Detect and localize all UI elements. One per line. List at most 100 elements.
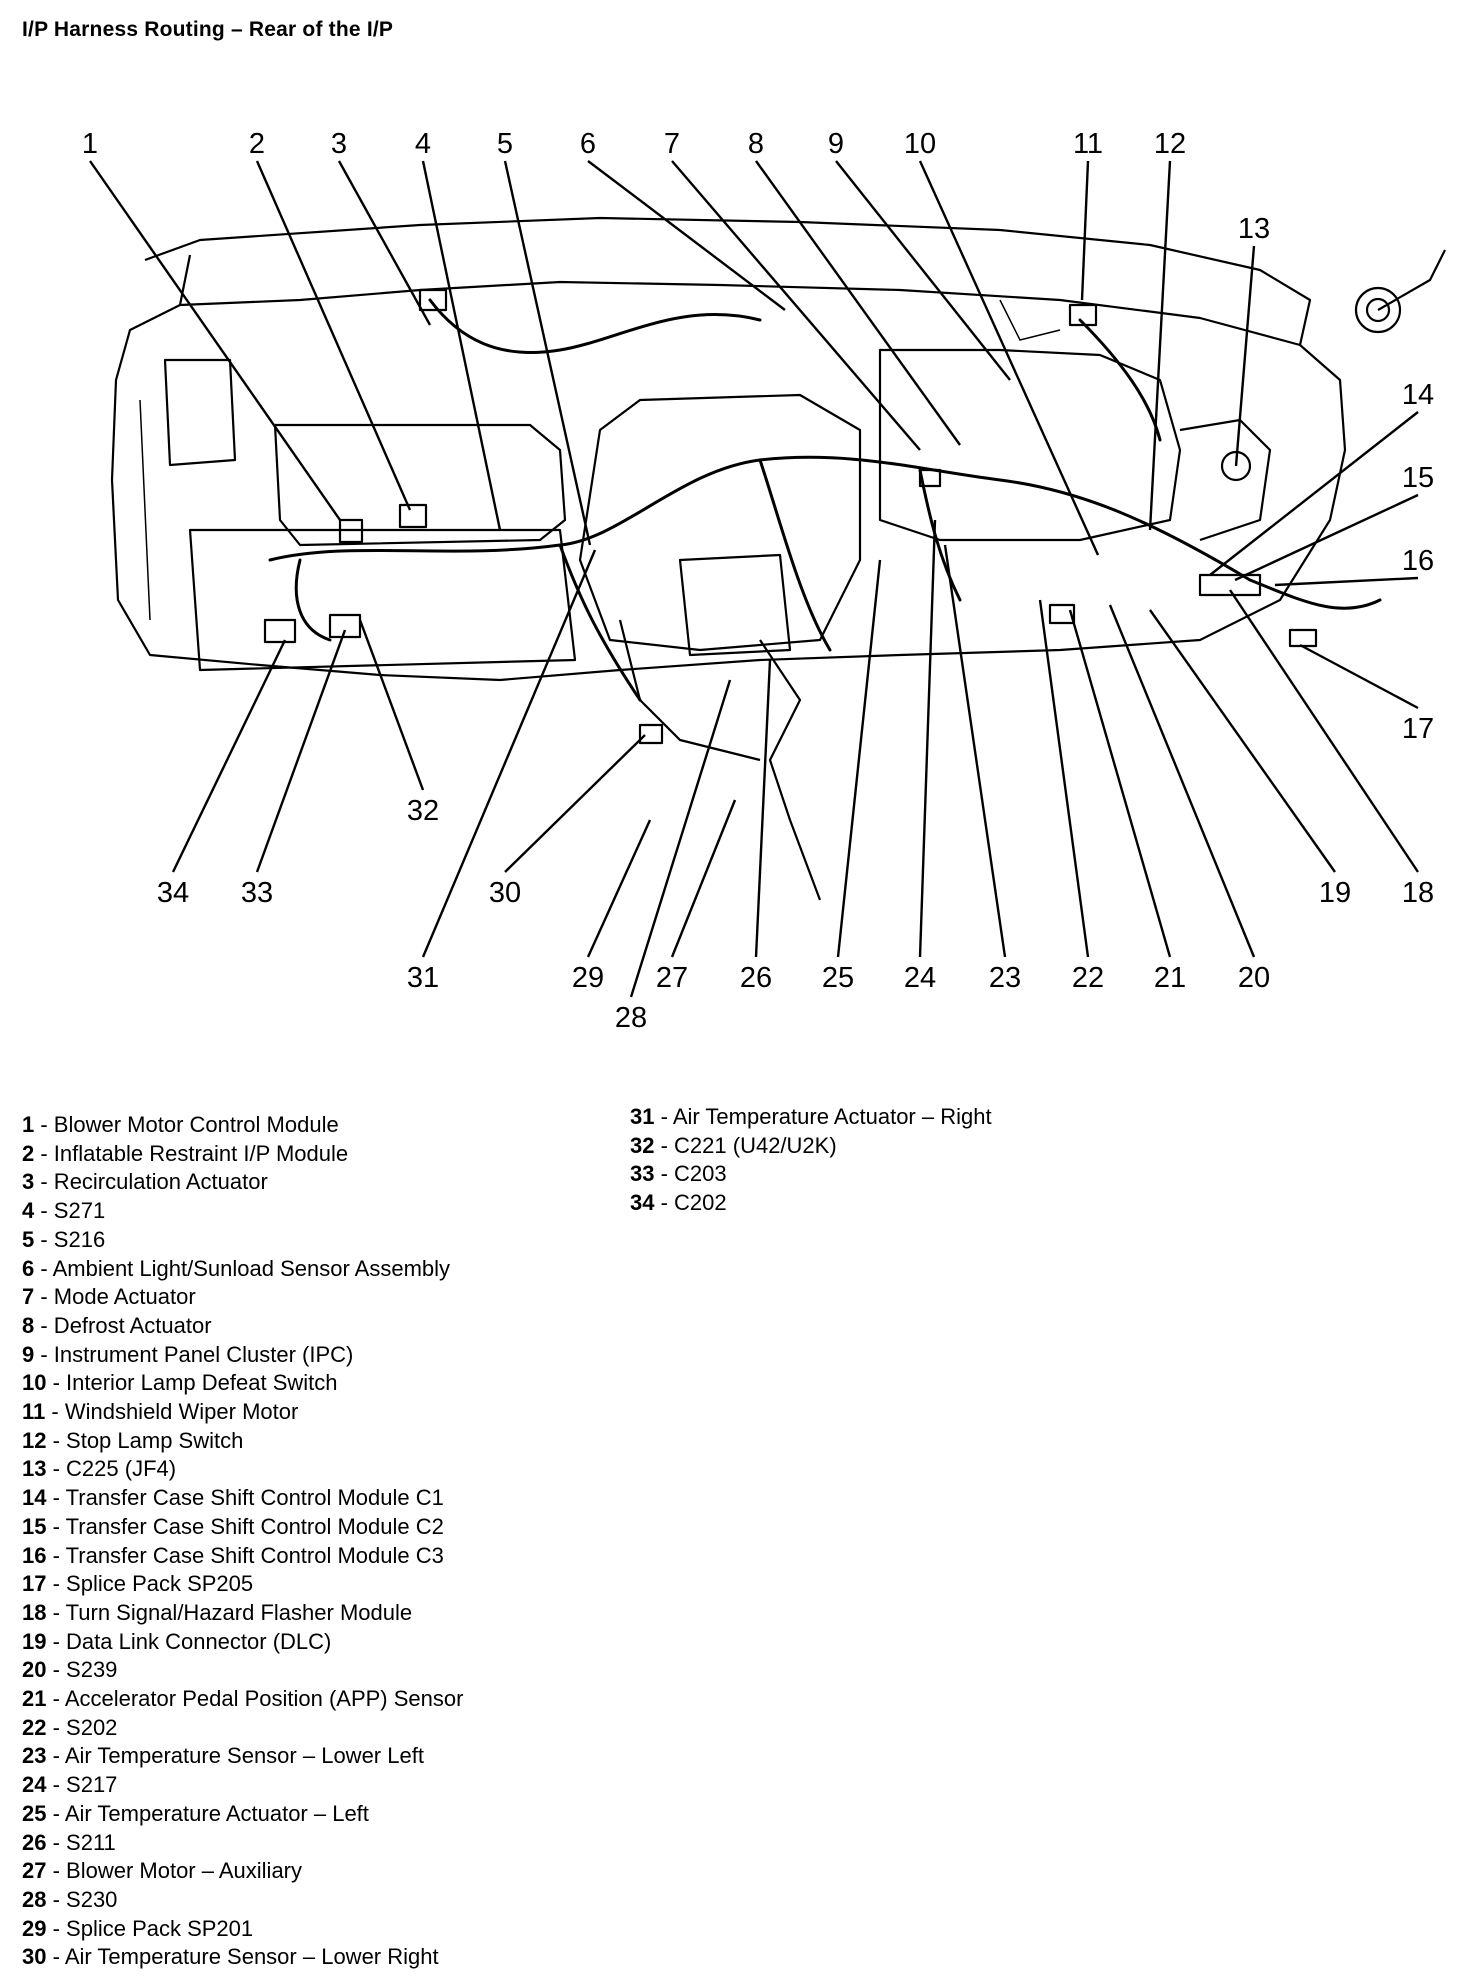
leader-line-18 <box>1229 589 1419 873</box>
legend-item-label: - S211 <box>46 1829 116 1855</box>
harness-wiring-illustration <box>268 298 1382 702</box>
legend-item-number: 27 <box>22 1858 47 1884</box>
callout-number-13: 13 <box>1238 213 1270 245</box>
legend-item-number: 22 <box>22 1714 47 1740</box>
leader-line-33 <box>255 629 347 873</box>
legend-item-number: 7 <box>22 1284 35 1310</box>
leader-line-21 <box>1068 609 1172 958</box>
leader-line-23 <box>943 544 1007 958</box>
legend-item-29: 29 - Splice Pack SP201 <box>22 1915 463 1944</box>
legend-item-7: 7 - Mode Actuator <box>22 1283 463 1312</box>
callout-number-7: 7 <box>664 128 680 160</box>
legend-item-number: 23 <box>22 1743 47 1769</box>
leader-line-5 <box>503 160 592 546</box>
legend-item-number: 16 <box>22 1542 47 1568</box>
leader-line-9 <box>835 160 1011 381</box>
leader-line-12 <box>1148 160 1172 531</box>
callout-number-22: 22 <box>1072 962 1104 994</box>
legend-item-label: - Stop Lamp Switch <box>46 1427 244 1453</box>
legend-item-label: - Accelerator Pedal Position (APP) Senso… <box>46 1686 464 1712</box>
leader-line-11 <box>1080 160 1090 301</box>
legend-item-number: 9 <box>22 1341 35 1367</box>
callout-number-23: 23 <box>989 962 1021 994</box>
leader-line-31 <box>421 549 597 958</box>
legend-item-label: - Air Temperature Sensor – Lower Right <box>46 1944 439 1970</box>
legend-item-23: 23 - Air Temperature Sensor – Lower Left <box>22 1742 463 1771</box>
legend-item-number: 26 <box>22 1829 47 1855</box>
leader-line-14 <box>1209 411 1419 576</box>
legend-item-number: 33 <box>630 1161 655 1187</box>
legend-item-label: - Recirculation Actuator <box>34 1169 268 1195</box>
leader-line-1 <box>89 160 341 521</box>
legend-item-6: 6 - Ambient Light/Sunload Sensor Assembl… <box>22 1255 463 1284</box>
legend-item-3: 3 - Recirculation Actuator <box>22 1168 463 1197</box>
callout-number-3: 3 <box>331 128 347 160</box>
callout-number-30: 30 <box>489 877 521 909</box>
legend-item-27: 27 - Blower Motor – Auxiliary <box>22 1857 463 1886</box>
legend-item-label: - Splice Pack SP205 <box>46 1571 254 1597</box>
legend-item-label: - Blower Motor Control Module <box>34 1112 339 1137</box>
legend-item-label: - S271 <box>34 1198 106 1224</box>
legend-item-number: 12 <box>22 1427 47 1453</box>
legend-item-8: 8 - Defrost Actuator <box>22 1312 463 1341</box>
legend-item-number: 2 <box>22 1140 35 1166</box>
instrument-panel-illustration <box>110 216 1446 901</box>
callout-number-1: 1 <box>82 128 98 160</box>
legend-item-label: - Air Temperature Actuator – Left <box>46 1800 369 1826</box>
legend-item-34: 34 - C202 <box>630 1189 992 1218</box>
leader-line-4 <box>421 160 502 531</box>
legend-item-label: - S239 <box>46 1657 118 1683</box>
leader-line-13 <box>1234 245 1256 467</box>
legend-item-number: 3 <box>22 1169 35 1195</box>
legend-item-number: 20 <box>22 1657 47 1683</box>
leader-line-26 <box>754 659 772 958</box>
legend-item-number: 17 <box>22 1571 47 1597</box>
legend-item-label: - Inflatable Restraint I/P Module <box>34 1140 349 1166</box>
callout-number-34: 34 <box>157 877 189 909</box>
callout-number-14: 14 <box>1402 379 1434 411</box>
leader-line-7 <box>671 160 921 451</box>
legend-item-label: - Transfer Case Shift Control Module C1 <box>46 1485 444 1511</box>
legend-item-number: 34 <box>630 1190 655 1216</box>
callout-number-4: 4 <box>415 128 431 160</box>
legend-item-25: 25 - Air Temperature Actuator – Left <box>22 1800 463 1829</box>
legend-item-number: 28 <box>22 1886 47 1912</box>
callout-number-10: 10 <box>904 128 936 160</box>
leader-line-17 <box>1299 643 1419 710</box>
legend-item-label: - Defrost Actuator <box>34 1312 212 1338</box>
legend-item-label: - Splice Pack SP201 <box>46 1915 254 1941</box>
legend-item-10: 10 - Interior Lamp Defeat Switch <box>22 1369 463 1398</box>
legend-item-number: 21 <box>22 1686 47 1712</box>
legend-item-number: 13 <box>22 1456 47 1482</box>
legend-item-number: 15 <box>22 1513 47 1539</box>
legend-item-number: 30 <box>22 1944 47 1970</box>
callout-number-21: 21 <box>1154 962 1186 994</box>
legend-item-label: - Air Temperature Actuator – Right <box>654 1104 992 1129</box>
legend-item-number: 4 <box>22 1198 35 1224</box>
leader-line-24 <box>918 519 937 958</box>
legend-item-label: - Interior Lamp Defeat Switch <box>46 1370 338 1396</box>
callout-number-9: 9 <box>828 128 844 160</box>
legend-item-21: 21 - Accelerator Pedal Position (APP) Se… <box>22 1685 463 1714</box>
leader-line-22 <box>1038 599 1090 958</box>
legend-item-20: 20 - S239 <box>22 1656 463 1685</box>
legend-item-label: - Mode Actuator <box>34 1284 196 1310</box>
legend-item-number: 14 <box>22 1485 47 1511</box>
callout-number-15: 15 <box>1402 462 1434 494</box>
legend-item-label: - Data Link Connector (DLC) <box>46 1628 332 1654</box>
leader-line-19 <box>1149 609 1336 873</box>
callout-number-5: 5 <box>497 128 513 160</box>
legend-item-label: - Air Temperature Sensor – Lower Left <box>46 1743 424 1769</box>
legend-item-5: 5 - S216 <box>22 1226 463 1255</box>
callout-number-29: 29 <box>572 962 604 994</box>
legend-item-label: - S202 <box>46 1714 118 1740</box>
legend-item-number: 31 <box>630 1104 655 1129</box>
legend-item-number: 11 <box>22 1399 46 1425</box>
legend-item-13: 13 - C225 (JF4) <box>22 1455 463 1484</box>
callout-number-16: 16 <box>1402 545 1434 577</box>
page-title: I/P Harness Routing – Rear of the I/P <box>22 18 394 41</box>
legend-item-12: 12 - Stop Lamp Switch <box>22 1427 463 1456</box>
